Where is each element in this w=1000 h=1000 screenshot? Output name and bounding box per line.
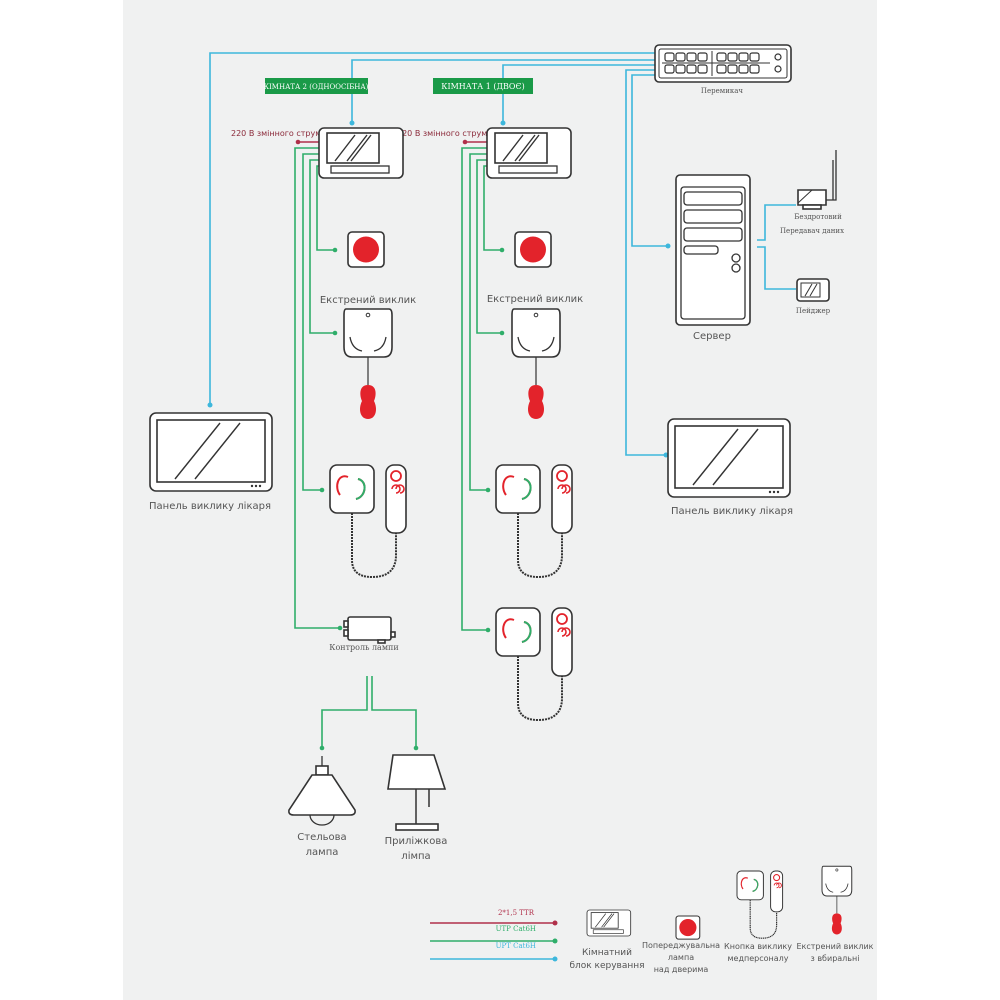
switch-label: Перемикач xyxy=(701,87,744,95)
legend-lamp-label-2: лампа xyxy=(668,953,694,962)
wireless-transmitter-icon xyxy=(797,150,837,210)
room-1-label: КІМНАТА 1 (ДВОЄ) xyxy=(441,82,524,91)
legend-nurse-label-2: медперсоналу xyxy=(728,954,789,963)
wireless-label-2: Передавач даних xyxy=(780,227,844,235)
room-2-emergency-label: Екстрений виклик xyxy=(320,295,416,306)
lamp-cables xyxy=(319,676,419,751)
network-switch-icon xyxy=(654,44,792,83)
pager-label: Пейджер xyxy=(796,307,831,315)
server-label: Сервер xyxy=(693,331,731,342)
room-1-utp-cables xyxy=(461,147,505,633)
pager-icon xyxy=(796,278,830,302)
network-cables xyxy=(207,52,796,458)
room-2-label-box xyxy=(265,78,368,94)
lamp-control-box xyxy=(343,616,396,644)
ceiling-lamp-label-1: Стельова xyxy=(297,832,346,843)
legend: 2*1,5 TTR UTP Cat6H UPT Cat6H Кімнатний … xyxy=(430,865,874,974)
room-2-control-unit xyxy=(318,127,404,179)
bedside-lamp-icon xyxy=(387,754,447,831)
legend-upt-label: UPT Cat6H xyxy=(496,942,536,950)
legend-unit-label-1: Кімнатний xyxy=(582,948,632,958)
room-1-power-label: 220 В змінного струму xyxy=(397,129,492,138)
doctor-call-panel-left xyxy=(149,412,273,492)
ceiling-lamp-icon xyxy=(288,756,356,826)
room-2-label: КІМНАТА 2 (ОДНООСІБНА) xyxy=(264,83,369,91)
room-1-label-box xyxy=(433,78,533,94)
bedside-lamp-label-2: лімпа xyxy=(401,850,430,862)
doctor-panel-left-label: Панель виклику лікаря xyxy=(149,500,271,512)
wireless-label-1: Бездротовий xyxy=(794,213,842,221)
ceiling-lamp-label-2: лампа xyxy=(306,847,339,858)
room-2-warning-lamp xyxy=(347,231,385,268)
room-2-power-label: 220 В змінного струму xyxy=(231,129,326,138)
legend-lamp-label-1: Попереджувальна xyxy=(642,941,720,950)
legend-lamp-label-3: над дверима xyxy=(654,965,709,974)
legend-nurse-label-1: Кнопка виклику xyxy=(724,942,792,951)
room-1-control-unit xyxy=(486,127,572,179)
server-icon xyxy=(675,174,751,326)
room-1-emergency-label: Екстрений виклик xyxy=(487,294,583,305)
bedside-lamp-label-1: Приліжкова xyxy=(385,835,448,847)
legend-bathroom-label-2: з вбиральні xyxy=(811,954,860,963)
legend-utp-label: UTP Cat6H xyxy=(496,925,536,933)
legend-unit-label-2: блок керування xyxy=(569,961,644,971)
lamp-control-label: Контроль лампи xyxy=(329,643,398,652)
legend-ttr-label: 2*1,5 TTR xyxy=(498,909,535,917)
room-1-warning-lamp xyxy=(514,231,552,268)
doctor-panel-right-label: Панель виклику лікаря xyxy=(671,505,793,517)
legend-bathroom-label-1: Екстрений виклик xyxy=(796,942,873,951)
doctor-call-panel-right xyxy=(667,418,791,498)
